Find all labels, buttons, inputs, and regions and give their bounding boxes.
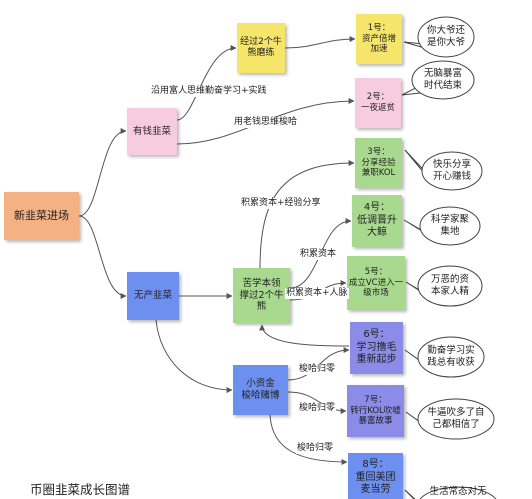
bubble-line: 时代结束 xyxy=(423,80,462,91)
bubble-outline-1 xyxy=(403,16,475,58)
edge-label-rich-to-o2: 用老钱思维梭哈 xyxy=(233,117,299,128)
node-line: 分享经验 xyxy=(361,157,396,168)
node-line: 级市场 xyxy=(363,288,389,299)
bubble-line: 生活常态对无 xyxy=(429,486,487,497)
node-line: 8号： xyxy=(362,459,389,470)
bubble-line: 集地 xyxy=(440,226,460,237)
comment-bubble-2: 无脑暴富 时代结束 xyxy=(412,61,474,99)
root-node-new-leek[interactable]: 新韭菜进场 xyxy=(4,192,79,240)
bubble-outline-7 xyxy=(405,398,495,440)
edge-label-rich-to-torture: 沿用富人思维勤奋学习+实践 xyxy=(150,86,268,97)
node-line: 学习撸毛 xyxy=(356,341,397,353)
edge-label-gamble-to-o7: 梭哈归零 xyxy=(298,403,337,414)
outcome-node-4[interactable]: 4号： 低调晋升 大鲸 xyxy=(352,195,402,247)
node-line: 麦当劳 xyxy=(360,484,391,495)
outcome-node-6[interactable]: 6号： 学习撸毛 重新起步 xyxy=(350,322,403,374)
node-line: 熊磨练 xyxy=(247,48,275,58)
outcome-node-5[interactable]: 5号： 成立VC进入一 级市场 xyxy=(347,256,405,310)
edge-label-study-to-o3: 积累资本+经验分享 xyxy=(240,198,322,209)
bubble-line: 你大爷还 xyxy=(426,24,465,36)
node-line: 重回美团 xyxy=(355,471,396,483)
connector-root-to-poor xyxy=(78,215,127,299)
node-line: 小资金 xyxy=(246,378,275,390)
node-line: 梭哈赌博 xyxy=(241,390,280,401)
comment-bubble-7: 牛逼吹多了自 己都相信了 xyxy=(418,399,494,439)
bubble-line: 科学家聚 xyxy=(430,213,469,225)
branch-node-rich-leek[interactable]: 有钱韭菜 xyxy=(127,108,177,155)
bubble-outline-8 xyxy=(404,486,497,499)
bubble-line: 开心赚钱 xyxy=(432,171,471,182)
bubble-line: 万恶的资 xyxy=(430,273,469,285)
comment-bubble-1: 你大爷还 是你大爷 xyxy=(418,17,474,57)
node-line: 资产倍增 xyxy=(361,33,396,44)
bubble-line: 己都相信了 xyxy=(432,419,480,430)
comment-bubble-6: 勤奋学习实 践总有收获 xyxy=(418,337,484,377)
node-line: 加速 xyxy=(370,44,388,55)
connector-study-to-o3 xyxy=(259,160,355,269)
node-line: 1号： xyxy=(367,23,391,34)
comment-bubble-4: 科学家聚 集地 xyxy=(420,207,480,245)
outcome-node-8[interactable]: 8号： 重回美团 麦当劳 xyxy=(348,453,403,499)
connector-o6-back-to-study xyxy=(259,324,350,347)
bubble-line: 是你大爷 xyxy=(426,37,465,48)
connector-torture-to-o1 xyxy=(284,36,356,49)
node-line: 熊 xyxy=(256,301,267,313)
node-line: 大鲸 xyxy=(367,227,387,239)
node-line: 兼职KOL xyxy=(361,168,396,179)
edge-label-gamble-to-o6: 梭哈归零 xyxy=(298,364,337,375)
diagram-caption: 币圈韭菜成长图谱 xyxy=(30,482,131,497)
bubble-line: 牛逼吹多了自 xyxy=(427,406,485,418)
comment-bubble-5: 万恶的资 本家人精 xyxy=(418,266,482,306)
node-line: 重新起步 xyxy=(356,354,397,366)
node-line: 5号： xyxy=(364,267,388,278)
outcome-node-7[interactable]: 7号： 转行KOL吹嘘 暴富故事 xyxy=(347,385,404,437)
comment-bubble-8: 生活常态对无 xyxy=(418,486,498,499)
node-line: 经过2个牛 xyxy=(240,36,282,47)
branch-node-poor-leek[interactable]: 无产韭菜 xyxy=(127,272,179,320)
stage-node-hard-study[interactable]: 苦学本领 撑过2个牛 熊 xyxy=(233,268,290,323)
node-line: 无产韭菜 xyxy=(133,290,172,302)
connector-rich-to-torture xyxy=(176,45,237,121)
node-line: 7号： xyxy=(364,395,387,406)
edge-label-study-to-o5: 积累资本+人脉 xyxy=(285,288,349,299)
bubble-outline-2 xyxy=(401,60,475,100)
node-line: 暴富故事 xyxy=(358,416,393,427)
node-line: 成立VC进入一 xyxy=(348,277,404,288)
connector-gamble-to-o8 xyxy=(269,414,348,465)
node-line: 有钱韭菜 xyxy=(132,125,171,137)
node-line: 3号： xyxy=(367,147,390,158)
bubble-line: 快乐分享 xyxy=(432,158,471,170)
bubble-outline-4 xyxy=(403,206,481,246)
bubble-line: 本家人精 xyxy=(430,286,469,297)
outcome-node-2[interactable]: 2号： 一夜返贫 xyxy=(355,78,401,128)
node-line: 撑过2个牛 xyxy=(239,289,284,301)
edge-label-study-to-o4: 积累资本 xyxy=(299,249,338,260)
bubble-outline-6 xyxy=(404,336,485,378)
stage-node-two-cycles[interactable]: 经过2个牛 熊磨练 xyxy=(237,23,285,73)
node-line: 6号： xyxy=(363,329,390,341)
comment-bubble-3: 快乐分享 开心赚钱 xyxy=(422,152,482,190)
node-line: 新韭菜进场 xyxy=(14,209,69,223)
bubble-line: 无脑暴富 xyxy=(423,67,462,79)
node-line: 低调晋升 xyxy=(357,214,397,226)
bubble-outline-5 xyxy=(405,265,483,307)
bubble-line: 勤奋学习实 xyxy=(427,344,475,356)
node-line: 4号： xyxy=(363,202,391,214)
edge-label-gamble-to-o8: 梭哈归零 xyxy=(296,443,335,454)
node-line: 苦学本领 xyxy=(242,277,281,289)
stage-node-small-gamble[interactable]: 小资金 梭哈赌博 xyxy=(233,365,288,415)
outcome-node-3[interactable]: 3号： 分享经验 兼职KOL xyxy=(355,138,402,188)
bubble-outline-3 xyxy=(404,149,483,191)
node-line: 转行KOL吹嘘 xyxy=(350,405,401,416)
connector-poor-to-gamble xyxy=(155,319,233,393)
outcome-node-1[interactable]: 1号： 资产倍增 加速 xyxy=(356,14,402,64)
connector-gamble-to-o7 xyxy=(287,391,347,414)
bubble-line: 践总有收获 xyxy=(427,357,475,368)
connector-root-to-rich xyxy=(78,128,127,217)
node-line: 2号： xyxy=(366,92,390,103)
node-line: 一夜返贫 xyxy=(360,103,395,113)
